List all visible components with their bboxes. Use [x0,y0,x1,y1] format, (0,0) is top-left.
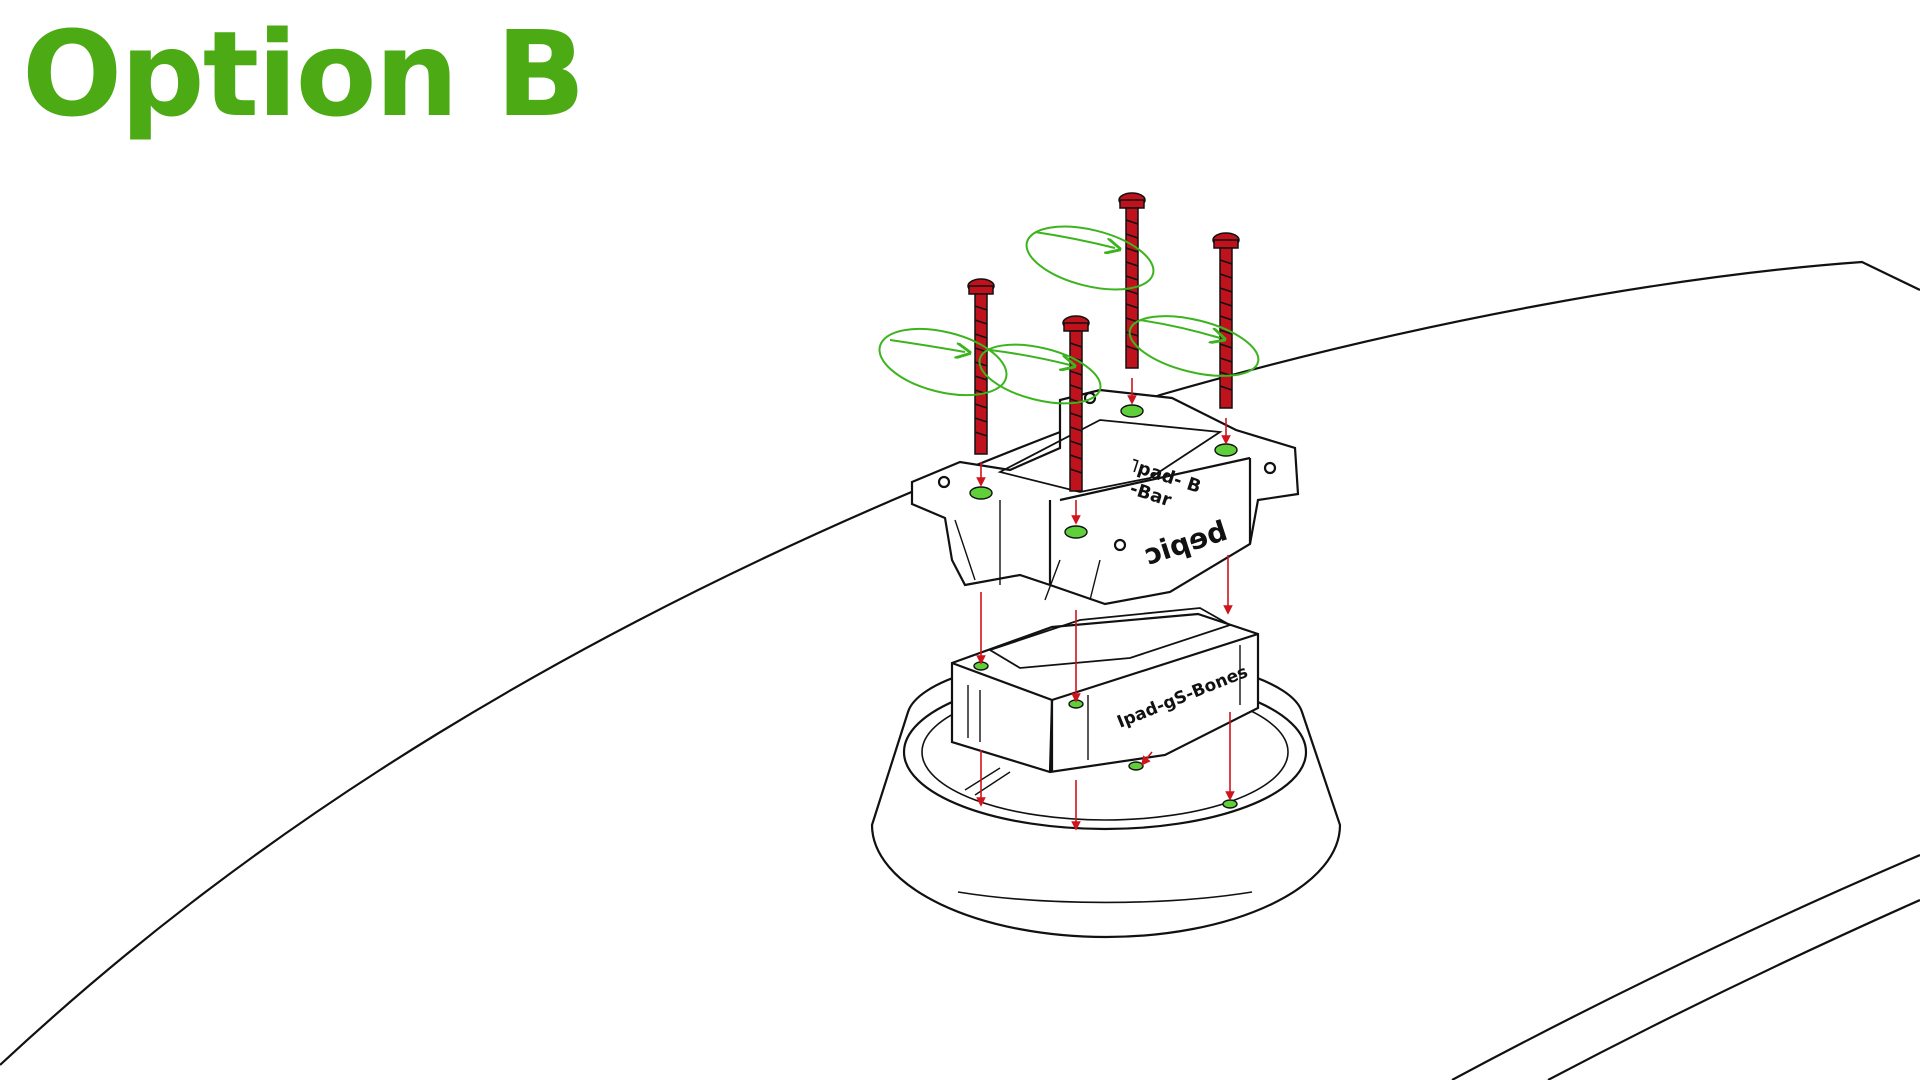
upper-bracket [910,388,1300,606]
dome-surface [0,260,1920,1080]
hole-base-right [1222,799,1238,809]
alignment-arrows [976,378,1235,831]
page-title: Option B [22,5,586,143]
hole-lower-mid [1068,699,1084,709]
lower-spacer [950,607,1260,774]
screws [967,192,1240,492]
rotation-arrow-icon [878,327,1008,397]
hole-upper-front-mid [1064,525,1088,539]
rotation-arrow-icon [1128,315,1260,377]
hole-base-back [1128,761,1144,771]
hole-upper-back-right [1214,443,1238,457]
screw-icon [967,278,995,455]
rotation-arrow-icon [1025,225,1155,291]
rotation-arrows [878,225,1260,405]
hole-lower-left [973,661,989,671]
screw-icon [1212,232,1240,409]
screw-holes [969,404,1238,809]
hole-upper-front-left [969,486,993,500]
rotation-arrow-icon [978,343,1102,405]
hole-upper-back-mid [1120,404,1144,418]
down-arrow-icon [1141,751,1153,766]
